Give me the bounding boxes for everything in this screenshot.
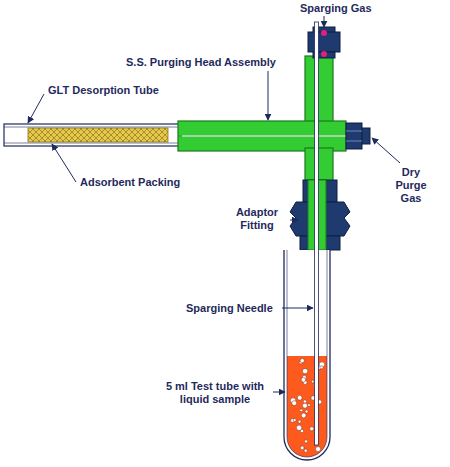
- part-label: GLT Desorption Tube: [48, 84, 159, 97]
- needle-leader: [282, 308, 313, 309]
- bubble: [293, 419, 296, 422]
- bubble: [304, 440, 307, 443]
- bubble: [320, 366, 323, 369]
- bubble: [302, 368, 307, 373]
- bubble: [304, 449, 307, 452]
- bubble: [315, 447, 320, 452]
- tube-leader: [28, 94, 44, 123]
- bubble: [303, 400, 306, 403]
- gas-label: Sparging Gas: [300, 2, 372, 15]
- bubble: [308, 404, 311, 407]
- bubble: [298, 420, 301, 423]
- test-tube: [284, 250, 330, 460]
- adsorbent-packing: [28, 128, 168, 142]
- gas-label: Dry Purge Gas: [390, 166, 432, 205]
- bubble: [301, 377, 306, 382]
- bubble: [305, 410, 308, 413]
- bubble: [292, 401, 297, 406]
- bubble: [296, 425, 301, 430]
- bubbles: [290, 359, 324, 453]
- purge-gas-fitting: [346, 123, 370, 149]
- part-label: Adaptor Fitting: [226, 206, 288, 232]
- bubble: [310, 427, 314, 431]
- bubble: [297, 395, 302, 400]
- part-label: Adsorbent Packing: [80, 176, 180, 189]
- bubble: [301, 413, 306, 418]
- packing-leader: [52, 144, 76, 182]
- sparging-gas-arrow: [324, 16, 325, 27]
- part-label: 5 ml Test tube with liquid sample: [158, 380, 272, 406]
- adaptor-fitting: [290, 180, 350, 250]
- sparging-gas-fitting: [308, 27, 340, 58]
- sparging-needle: [315, 22, 319, 445]
- bubble: [300, 409, 303, 412]
- head-leader: [268, 71, 269, 120]
- purging-head: [178, 56, 346, 268]
- bubble: [302, 403, 307, 408]
- leader-lines: [28, 16, 400, 392]
- bubble: [300, 359, 304, 363]
- liquid-sample: [287, 356, 327, 457]
- part-label: S.S. Purging Head Assembly: [126, 56, 276, 69]
- tube-sample-leader: [273, 392, 285, 393]
- desorption-tube: [4, 124, 182, 146]
- adaptor-leader: [290, 220, 298, 221]
- purge-gas-arrow: [372, 138, 400, 163]
- part-label: Sparging Needle: [186, 302, 273, 315]
- bubble: [300, 446, 304, 450]
